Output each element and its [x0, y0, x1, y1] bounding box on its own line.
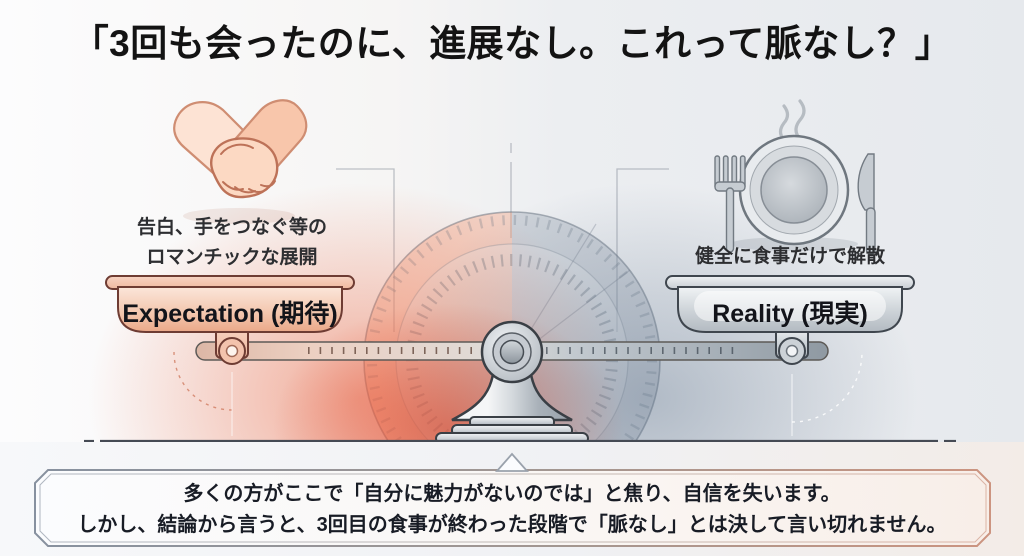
steam-icon: [778, 99, 806, 142]
pedestal-base: [435, 416, 589, 442]
expectation-pan: [105, 275, 355, 365]
dinner-plate-icon: [714, 99, 876, 255]
reality-pan: [665, 275, 915, 365]
holding-hands-icon: [173, 99, 308, 224]
callout-pointer: [495, 452, 529, 472]
knife-icon: [857, 153, 876, 255]
fork-icon: [714, 155, 746, 253]
callout-box: [34, 452, 991, 547]
pivot-boss: [480, 320, 544, 384]
pedestal-column: [451, 360, 573, 422]
measurement-arcs: [173, 351, 863, 436]
